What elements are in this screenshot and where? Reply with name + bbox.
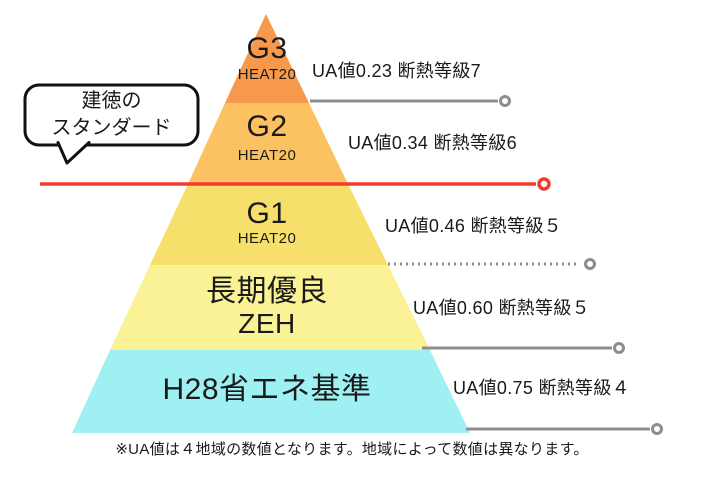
tier-g1-shape [150, 184, 388, 265]
tier-zeh-shape [110, 265, 430, 350]
tier-g2-shape [188, 103, 348, 184]
tier-h28-label: H28省エネ基準 [162, 373, 372, 406]
standard-marker-endpoint [537, 177, 551, 191]
h28-leader-endpoint [651, 423, 663, 435]
tier-zeh-sublabel: ZEH [238, 308, 296, 339]
tier-g2-sublabel: HEAT20 [237, 147, 297, 164]
tier-h28-annotation: UA値0.75 断熱等級４ [453, 378, 630, 398]
tier-g2-label: G2 [246, 110, 288, 143]
tier-h28-shape [72, 350, 470, 433]
tier-zeh-label: 長期優良 [206, 275, 328, 308]
g3-leader-endpoint [499, 95, 511, 107]
tier-g3-sublabel: HEAT20 [237, 66, 297, 83]
speech-bubble-line2: スタンダード [51, 117, 172, 139]
tier-g3-shape [225, 14, 309, 103]
zeh-leader-endpoint [613, 342, 625, 354]
tier-g3-annotation: UA値0.23 断熱等級7 [312, 61, 481, 81]
tier-g2-annotation: UA値0.34 断熱等級6 [348, 133, 517, 153]
footnote: ※UA値は４地域の数値となります。地域によって数値は異なります。 [115, 441, 589, 458]
tier-zeh-annotation: UA値0.60 断熱等級５ [413, 298, 590, 318]
speech-bubble: 建徳の スタンダード [25, 85, 198, 145]
speech-bubble-tail [56, 141, 91, 165]
speech-bubble-body [23, 83, 200, 147]
tier-g1-label: G1 [246, 197, 288, 230]
tier-g3-label: G3 [246, 32, 288, 65]
tier-g1-annotation: UA値0.46 断熱等級５ [385, 216, 562, 236]
speech-bubble-line1: 建徳の [81, 90, 142, 112]
g1-leader-endpoint [584, 258, 596, 270]
tier-g1-sublabel: HEAT20 [237, 230, 297, 247]
